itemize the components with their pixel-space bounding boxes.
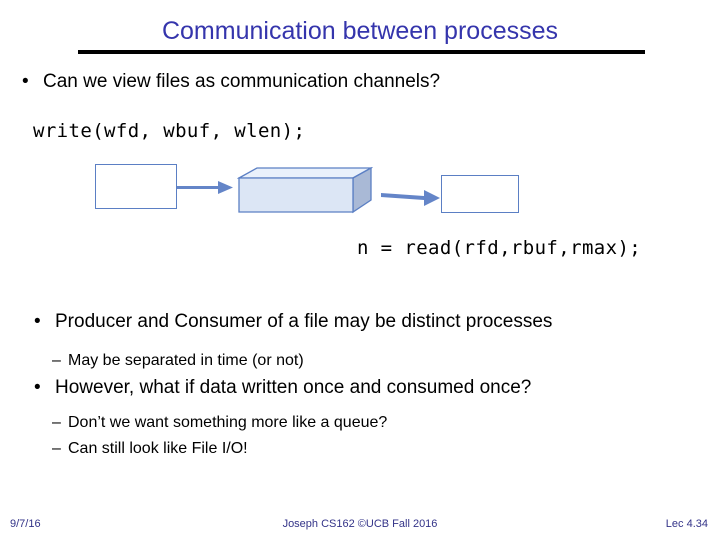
file-slab-box [236,166,374,214]
bullet-item-producer-consumer: • Producer and Consumer of a file may be… [34,310,552,334]
page-title: Communication between processes [161,17,559,45]
sub-bullet-text: Don’t we want something more like a queu… [68,414,388,431]
bullet-marker-icon: • [34,377,41,398]
code-write-call: write(wfd, wbuf, wlen); [33,120,306,142]
dash-marker-icon: – [52,414,61,431]
sub-bullet-item-queue: – Don’t we want something more like a qu… [52,412,387,433]
write-arrow-icon [177,181,233,194]
bullet-item-can-we-view-files: • Can we view files as communication cha… [22,70,440,94]
title-underline-rule [78,50,645,54]
bullet-text: However, what if data written once and c… [55,377,532,398]
bullet-text: Producer and Consumer of a file may be d… [55,311,553,332]
dash-marker-icon: – [52,440,61,457]
file-communication-diagram [0,150,720,230]
bullet-marker-icon: • [34,311,41,332]
sub-bullet-item-separated-in-time: – May be separated in time (or not) [52,350,304,371]
reader-process-box [441,175,519,213]
footer-attribution: Joseph CS162 ©UCB Fall 2016 [282,518,438,530]
sub-bullet-text: Can still look like File I/O! [68,440,248,457]
footer-date: 9/7/16 [10,518,41,530]
bullet-marker-icon: • [22,71,29,92]
dash-marker-icon: – [52,352,61,369]
writer-process-box [95,164,177,209]
sub-bullet-item-file-io: – Can still look like File I/O! [52,438,248,459]
footer-page-number: Lec 4.34 [665,518,708,530]
bullet-item-written-once-consumed-once: • However, what if data written once and… [34,376,531,400]
sub-bullet-text: May be separated in time (or not) [68,352,304,369]
read-arrow-icon [381,190,440,206]
code-read-call: n = read(rfd,rbuf,rmax); [357,237,642,259]
file-slab-icon [236,166,374,214]
bullet-text: Can we view files as communication chann… [43,71,441,92]
